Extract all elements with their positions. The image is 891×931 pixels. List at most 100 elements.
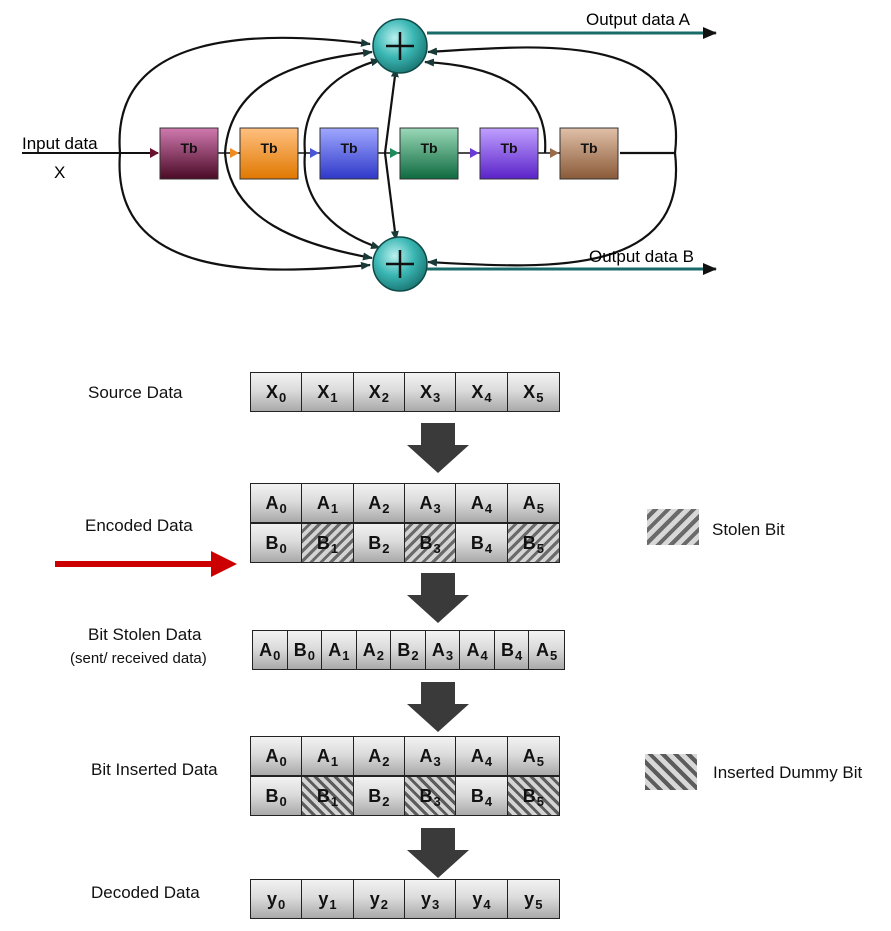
cell-letter: B [522, 785, 536, 806]
delay-label-5: Tb [500, 140, 517, 156]
cell-letter: B [368, 532, 382, 553]
cell-subscript: 2 [411, 647, 419, 663]
cell-subscript: 3 [433, 793, 441, 809]
bit-stolen-sublabel: (sent/ received data) [70, 650, 207, 667]
cell-subscript: 4 [484, 793, 493, 809]
cell-letter: B [500, 639, 514, 660]
cell-letter: A [522, 745, 536, 766]
cell-subscript: 4 [484, 753, 493, 769]
cell-letter: A [316, 492, 330, 513]
cell-letter: A [265, 492, 279, 513]
path-input-to-adder-b [118, 152, 371, 271]
bit-inserted-label: Bit Inserted Data [91, 760, 218, 779]
cell-letter: B [316, 785, 330, 806]
cell-subscript: 2 [382, 753, 390, 769]
cell-letter: B [419, 785, 433, 806]
output-a-label: Output data A [586, 10, 691, 29]
cell-letter: A [431, 639, 445, 660]
path-out-to-adder-b [427, 152, 678, 267]
cell-subscript: 0 [279, 540, 287, 556]
cell-subscript: 1 [330, 753, 339, 769]
cell-letter: A [466, 639, 480, 660]
legend-dummy-swatch [645, 754, 697, 790]
cell-subscript: 5 [536, 793, 544, 809]
output-b-label: Output data B [589, 247, 694, 266]
path-input-to-adder-a [118, 36, 371, 154]
cell-subscript: 0 [279, 753, 287, 769]
cell-subscript: 4 [480, 647, 488, 663]
cell-subscript: 1 [330, 500, 339, 516]
cell-subscript: 0 [279, 793, 287, 809]
path-out-to-adder-a [427, 46, 678, 154]
red-arrow [55, 551, 237, 577]
cell-letter: A [368, 492, 382, 513]
cell-subscript: 5 [536, 500, 544, 516]
cell-letter: B [470, 785, 484, 806]
cell-letter: X [266, 381, 279, 402]
path-tb1-to-adder-a [223, 49, 373, 154]
cell-subscript: 1 [330, 793, 339, 809]
down-arrow-1 [407, 423, 469, 473]
cell-subscript: 1 [342, 647, 350, 663]
encoded-data-label: Encoded Data [85, 516, 193, 535]
source-data-label: Source Data [88, 383, 183, 402]
cell-subscript: 5 [536, 540, 544, 556]
cell-subscript: 3 [433, 389, 441, 405]
delay-label-3: Tb [340, 140, 357, 156]
cell-subscript: 4 [484, 500, 493, 516]
cell-subscript: 0 [279, 389, 287, 405]
cell-letter: y [369, 888, 380, 909]
cell-letter: y [472, 888, 483, 909]
cell-subscript: 0 [307, 647, 315, 663]
cell-subscript: 5 [536, 389, 544, 405]
down-arrow-4 [407, 828, 469, 878]
cell-subscript: 1 [330, 540, 339, 556]
cell-letter: X [420, 381, 433, 402]
cell-letter: A [316, 745, 330, 766]
cell-subscript: 3 [433, 753, 441, 769]
cell-letter: B [265, 785, 279, 806]
cell-letter: X [471, 381, 484, 402]
cell-letter: A [362, 639, 376, 660]
delay-box-6 [559, 127, 619, 180]
path-tb3-to-adder-b [383, 152, 399, 241]
path-tb3-to-adder-a [383, 67, 399, 154]
cell-subscript: 3 [433, 500, 441, 516]
cell-letter: B [316, 532, 330, 553]
cell-letter: A [265, 745, 279, 766]
